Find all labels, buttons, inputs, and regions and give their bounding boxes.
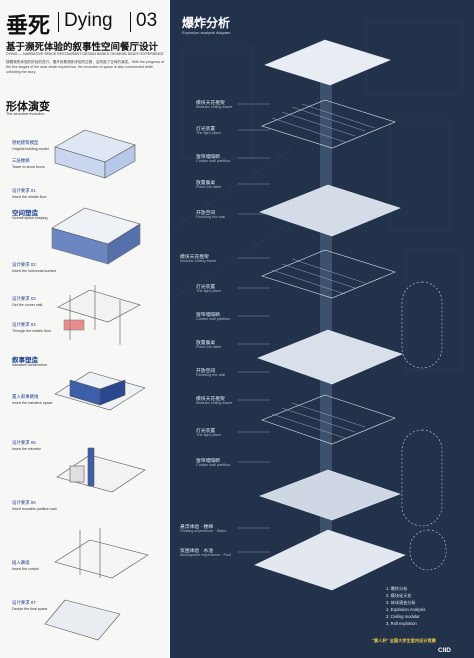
step-label-en: Insert the curtain bbox=[12, 567, 39, 571]
step-label: 设计要求 01 bbox=[12, 188, 36, 193]
layer-label: 灯光装置 bbox=[196, 285, 216, 290]
title-divider-2 bbox=[130, 12, 131, 32]
layer-label-en: Place the table bbox=[196, 345, 222, 349]
legend-item: 2. Ceiling modular bbox=[386, 614, 420, 619]
intro-text: 随着濒死体验的阶段的进行，展开依着濒死体验的过程，这构造了空间的演变。With … bbox=[6, 60, 164, 74]
legend-item: 3. Roll explosion bbox=[386, 621, 417, 626]
layer-label: 开放空间 bbox=[196, 369, 216, 374]
step-label-en: Get the corner wall bbox=[12, 303, 43, 307]
evolution-diagrams bbox=[44, 129, 149, 641]
sub-section-title-en: Narrative construction bbox=[12, 363, 47, 367]
step-label: 插入幕墙 bbox=[12, 560, 30, 565]
layer-label: 灯光装置 bbox=[196, 127, 216, 132]
step-label: 设计要求 04 bbox=[12, 322, 36, 327]
step-label-en: Insert the middle floor bbox=[12, 195, 47, 199]
explosion-title-en: Explosion analysis diagram bbox=[182, 30, 231, 35]
layer-label-en: Modular ceiling frame bbox=[196, 105, 233, 109]
layer-label: 开放空间 bbox=[196, 211, 216, 216]
step-label: 置入叙事路线 bbox=[12, 394, 39, 399]
step-label: 设计要求 02 bbox=[12, 262, 36, 267]
layer-label-en: Modular ceiling frame bbox=[180, 259, 217, 263]
step-label: 设计要求 03 bbox=[12, 296, 36, 301]
layer-label: 窗帘墙隔断 bbox=[196, 459, 220, 464]
legend-item: 1. 爆炸分析 bbox=[386, 586, 408, 591]
step-label-en: Insert the horizontal surface bbox=[12, 269, 57, 273]
layer-label-en: Place the table bbox=[196, 185, 222, 189]
layer-label-en: The light place bbox=[196, 289, 221, 293]
sub-section-title: 叙事塑造 bbox=[12, 357, 38, 364]
explosion-title-cn: 爆炸分析 bbox=[182, 16, 231, 30]
step-label-en: Original building model bbox=[12, 147, 49, 151]
legend-item: 3. 体块演变分析 bbox=[386, 600, 416, 605]
layer-label: 悬浮体验 · 楼梯 bbox=[180, 525, 214, 530]
layer-label-en: Finishing the wall bbox=[196, 373, 226, 377]
layer-label-en: Floating experience · Stairs bbox=[180, 529, 227, 533]
title-en: Dying bbox=[64, 10, 113, 31]
layer-label: 窗帘墙隔断 bbox=[196, 155, 220, 160]
layer-label-en: Curtain wall partition bbox=[196, 463, 231, 467]
step-label-en: Decide the final space bbox=[12, 607, 48, 611]
subtitle-en: DYING — NARRATIVE SPACE RESTAURANT DESIG… bbox=[6, 52, 164, 56]
step-label: 三层楼梯 bbox=[12, 158, 30, 163]
layer-label: 放置餐桌 bbox=[196, 341, 216, 346]
step-label: 设计要求 05 bbox=[12, 440, 36, 445]
layer-label-en: Curtain wall partition bbox=[196, 159, 231, 163]
step-label-en: Insert the narrative space bbox=[12, 401, 53, 405]
step-label: 原始建筑模型 bbox=[12, 140, 39, 145]
subtitle-cn: 基于濒死体验的叙事性空间餐厅设计 bbox=[6, 42, 159, 53]
competition-brand: "黄人杯" 全国大学生室内设计竞赛 bbox=[372, 638, 436, 643]
ciid-logo: CIID bbox=[438, 647, 451, 654]
step-label-en: Insert the elevator bbox=[12, 447, 41, 451]
layer-label: 窗帘墙隔断 bbox=[196, 313, 220, 318]
layer-label: 模块天花框架 bbox=[180, 255, 209, 260]
title-number: 03 bbox=[136, 10, 158, 31]
layer-label: 灯光装置 bbox=[196, 429, 216, 434]
sub-section-title: 空间塑造 bbox=[12, 210, 38, 217]
step-label: 设计要求 06 bbox=[12, 500, 36, 505]
layer-label-en: Curtain wall partition bbox=[196, 317, 231, 321]
section-title-en: The structure evolution bbox=[6, 112, 45, 116]
section-title-cn: 形体演变 bbox=[6, 101, 50, 113]
step-label-en: Through the middle floor bbox=[12, 329, 51, 333]
step-label: 设计要求 07 bbox=[12, 600, 36, 605]
layer-label: 模块天花框架 bbox=[196, 101, 225, 106]
layer-label-en: Atmosphere experience · Pool bbox=[180, 553, 232, 557]
layer-label: 模块天花框架 bbox=[196, 397, 225, 402]
title-cn: 垂死 bbox=[6, 13, 51, 38]
legend-item: 2. 模块化天花 bbox=[386, 593, 412, 598]
title-divider bbox=[58, 12, 59, 32]
layer-label-en: The light place bbox=[196, 433, 221, 437]
layer-label: 放置餐桌 bbox=[196, 181, 216, 186]
explosion-diagram bbox=[170, 21, 463, 591]
legend-item: 1. Explosion Analysis bbox=[386, 607, 426, 612]
layer-label: 氛围体验 · 水池 bbox=[180, 549, 214, 554]
sub-section-title-en: Overall space shaping bbox=[12, 216, 48, 220]
layer-label-en: The light place bbox=[196, 131, 221, 135]
step-label-en: Tower to show floors bbox=[12, 165, 45, 169]
layer-label-en: Modular ceiling frame bbox=[196, 401, 233, 405]
step-label-en: Insert movable partition wall bbox=[12, 507, 57, 511]
layer-label-en: Finishing the wall bbox=[196, 215, 226, 219]
